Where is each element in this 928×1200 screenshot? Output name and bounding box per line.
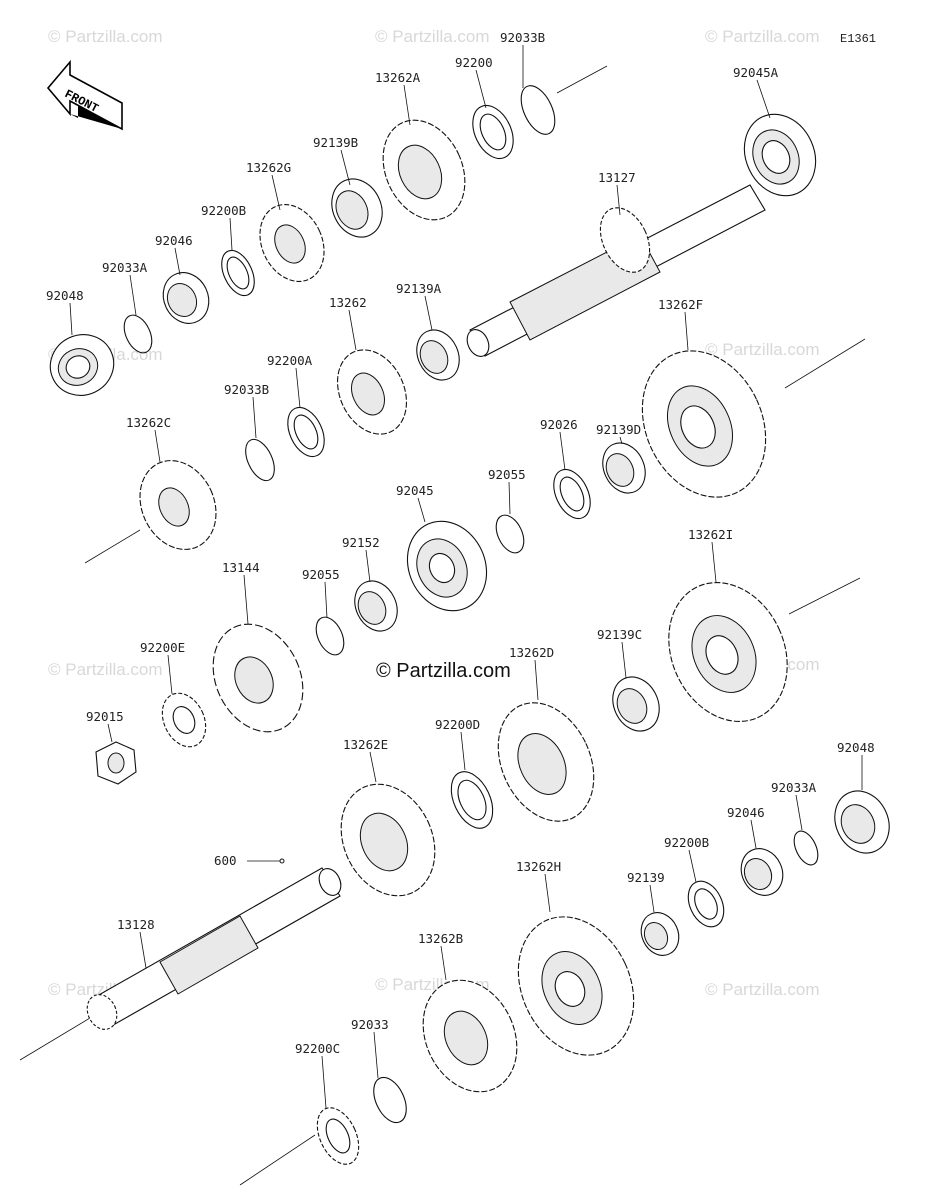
washer-92200B-top[interactable] xyxy=(215,245,261,300)
ring-92055-b[interactable] xyxy=(311,613,350,659)
part-label: 92139C xyxy=(597,627,642,642)
circlip-92033B-mid[interactable] xyxy=(240,435,280,485)
pointer-600 xyxy=(247,858,285,864)
leader-lines xyxy=(69,45,863,1109)
watermark: © Partzilla.com xyxy=(705,340,820,359)
gear-13262C[interactable] xyxy=(126,448,230,562)
part-label: 92033B xyxy=(500,30,545,45)
needle-bearing-92046-top[interactable] xyxy=(155,265,217,331)
watermark: © Partzilla.com xyxy=(48,27,163,46)
part-label: 13262B xyxy=(418,931,463,946)
washer-92200D[interactable] xyxy=(443,765,501,835)
gear-13262A[interactable] xyxy=(368,107,481,233)
gear-13262B[interactable] xyxy=(406,965,535,1107)
part-label: 92200 xyxy=(455,55,493,70)
gear-13262E[interactable] xyxy=(324,769,453,911)
part-label: 13262A xyxy=(375,70,421,85)
shaft-13128[interactable] xyxy=(82,865,345,1034)
bushing-92139[interactable] xyxy=(634,906,685,961)
ring-92055-a[interactable] xyxy=(491,511,530,557)
part-label: 92200B xyxy=(201,203,246,218)
part-label: 92033A xyxy=(771,780,817,795)
part-label: 13262H xyxy=(516,859,561,874)
part-label: 13262 xyxy=(329,295,367,310)
part-label: 92200C xyxy=(295,1041,340,1056)
part-label: 92033 xyxy=(351,1017,389,1032)
washer-92200-top[interactable] xyxy=(465,99,521,165)
circlip-92033A-bottom[interactable] xyxy=(789,827,822,868)
gear-13262I[interactable] xyxy=(647,563,809,741)
washer-92026[interactable] xyxy=(547,464,598,525)
watermark: © Partzilla.com xyxy=(705,27,820,46)
part-label: 13128 xyxy=(117,917,155,932)
front-arrow-icon: FRONT xyxy=(46,59,123,131)
part-label: 13262C xyxy=(126,415,171,430)
part-label: 13127 xyxy=(598,170,636,185)
part-label: 92200D xyxy=(435,717,480,732)
watermark: © Partzilla.com xyxy=(375,27,490,46)
part-label: 600 xyxy=(214,853,237,868)
watermark: © Partzilla.com xyxy=(705,980,820,999)
shaft-13127[interactable] xyxy=(463,184,766,360)
part-label: 92200A xyxy=(267,353,313,368)
bushing-92139A[interactable] xyxy=(409,323,467,387)
part-label: 92048 xyxy=(46,288,84,303)
part-label: 13262G xyxy=(246,160,291,175)
bushing-92139D[interactable] xyxy=(595,436,653,500)
washer-92200B-bottom[interactable] xyxy=(681,875,730,932)
bushing-92139B[interactable] xyxy=(323,171,392,246)
part-label: 92152 xyxy=(342,535,380,550)
part-label: 13262F xyxy=(658,297,703,312)
part-label: 92055 xyxy=(302,567,340,582)
part-label: 92139B xyxy=(313,135,358,150)
gear-13262[interactable] xyxy=(324,339,419,446)
washer-92200C[interactable] xyxy=(309,1101,367,1171)
washer-92200A[interactable] xyxy=(281,402,332,463)
circlip-92033[interactable] xyxy=(367,1072,413,1127)
part-label: 13144 xyxy=(222,560,260,575)
diagram-code: E1361 xyxy=(840,32,876,46)
bearing-92048-bottom[interactable] xyxy=(825,782,899,862)
part-label: 92139D xyxy=(596,422,641,437)
part-label: 92048 xyxy=(837,740,875,755)
part-label: 13262E xyxy=(343,737,388,752)
part-label: 13262I xyxy=(688,527,733,542)
part-label: 92026 xyxy=(540,417,578,432)
part-label: 92139A xyxy=(396,281,442,296)
bearing-92045[interactable] xyxy=(393,508,501,623)
part-label: 92045A xyxy=(733,65,779,80)
part-label: 92015 xyxy=(86,709,124,724)
circlip-92033A-top[interactable] xyxy=(119,311,158,357)
part-label: 13262D xyxy=(509,645,554,660)
bearing-92045A[interactable] xyxy=(731,103,828,208)
gear-13262F[interactable] xyxy=(619,331,788,518)
axis-lines xyxy=(19,65,866,1186)
brand-mark: © Partzilla.com xyxy=(376,660,511,682)
bearing-92048-top[interactable] xyxy=(40,324,123,405)
part-label: 92055 xyxy=(488,467,526,482)
needle-bearing-92046-bottom[interactable] xyxy=(734,842,791,902)
gear-13262H[interactable] xyxy=(497,898,656,1074)
part-label: 92139 xyxy=(627,870,665,885)
sprocket-13144[interactable] xyxy=(196,609,319,746)
collar-92152[interactable] xyxy=(347,574,405,638)
bushing-92139C[interactable] xyxy=(604,669,668,738)
gear-13262G[interactable] xyxy=(248,194,336,292)
circlip-92033B-top[interactable] xyxy=(514,81,561,140)
part-label: 92046 xyxy=(727,805,765,820)
nut-92015[interactable] xyxy=(95,741,137,785)
gear-13262D[interactable] xyxy=(480,687,612,837)
part-label: 92033B xyxy=(224,382,269,397)
washer-92200E[interactable] xyxy=(154,686,214,754)
part-label: 92033A xyxy=(102,260,148,275)
part-labels: 92033B 92200 13262A 92045A 92139B 13262G… xyxy=(46,30,875,1056)
part-label: 92200E xyxy=(140,640,185,655)
part-label: 92200B xyxy=(664,835,709,850)
part-label: 92046 xyxy=(155,233,193,248)
part-label: 92045 xyxy=(396,483,434,498)
watermark: © Partzilla.com xyxy=(48,660,163,679)
